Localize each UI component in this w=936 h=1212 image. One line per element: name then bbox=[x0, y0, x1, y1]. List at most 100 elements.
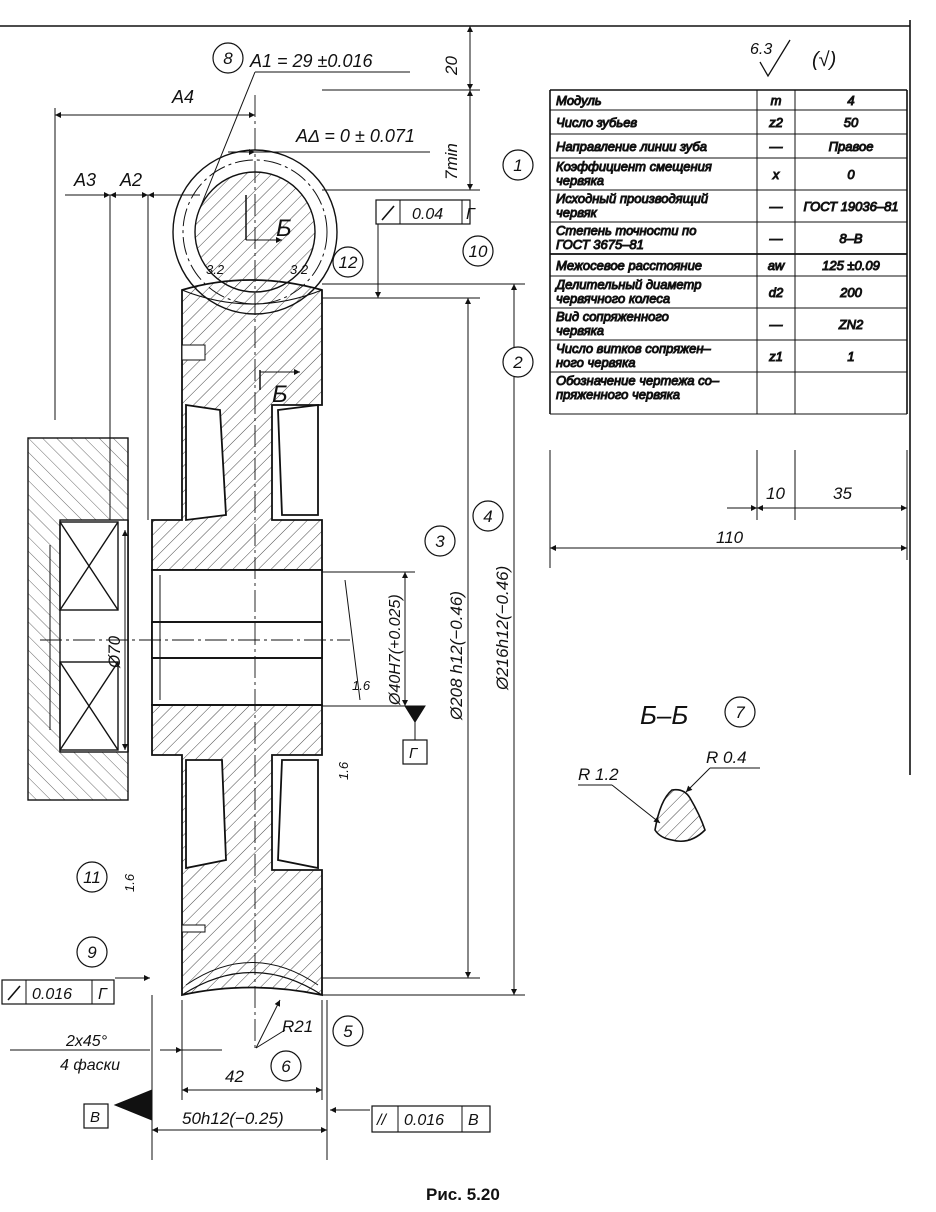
callout-circle-7 bbox=[724, 696, 756, 728]
dim-42: 42 bbox=[225, 1067, 244, 1086]
callout-circle-5 bbox=[332, 1015, 364, 1047]
table-label: Направление линии зуба bbox=[556, 139, 707, 154]
callout-number-12: 12 bbox=[339, 253, 358, 272]
dim-chamfer-2: 4 фаски bbox=[60, 1057, 120, 1074]
table-symbol: — bbox=[769, 317, 784, 332]
callout-number-4: 4 bbox=[483, 507, 492, 526]
table-label: червячного колеса bbox=[556, 291, 670, 306]
table-value: 200 bbox=[839, 285, 862, 300]
dim-r12: R 1.2 bbox=[578, 765, 619, 784]
callout-number-2: 2 bbox=[512, 353, 523, 372]
runout-arrow-icon bbox=[381, 205, 395, 221]
callout-circle-3 bbox=[424, 525, 456, 557]
dim-a2: A2 bbox=[119, 170, 142, 190]
table-label: червяка bbox=[556, 323, 604, 338]
table-value: 8–В bbox=[839, 231, 862, 246]
table-label: Модуль bbox=[556, 93, 602, 108]
table-label: пряженного червяка bbox=[556, 387, 680, 402]
roughness-other: (√) bbox=[812, 49, 836, 71]
callout-number-6: 6 bbox=[281, 1057, 291, 1076]
wheel-section bbox=[151, 279, 323, 997]
callout-circle-6 bbox=[270, 1050, 302, 1082]
datum-v-box: В bbox=[83, 1103, 109, 1129]
datum-v-label: В bbox=[90, 1109, 100, 1126]
table-label: ГОСТ 3675–81 bbox=[556, 237, 644, 252]
table-dim-total: 110 bbox=[716, 528, 744, 547]
dim-r21: R21 bbox=[282, 1017, 313, 1036]
callout-circle-2 bbox=[502, 346, 534, 378]
dim-d208: Ø208 h12(−0.46) bbox=[447, 591, 466, 721]
parallel-value: 0.016 bbox=[404, 1112, 444, 1129]
runout-left-frame: 0.016 Г bbox=[1, 979, 115, 1005]
callout-circle-1 bbox=[502, 149, 534, 181]
runout-top-datum: Г bbox=[466, 206, 476, 223]
dim-20: 20 bbox=[442, 56, 461, 76]
table-label: Коэффициент смещения bbox=[556, 159, 712, 174]
dim-a4: A4 bbox=[171, 87, 194, 107]
table-value: 1 bbox=[847, 349, 854, 364]
table-value: 4 bbox=[847, 93, 854, 108]
section-detail bbox=[578, 767, 760, 843]
runout-left-value: 0.016 bbox=[32, 986, 72, 1003]
table-symbol: x bbox=[772, 167, 780, 182]
dim-7min: 7min bbox=[442, 143, 461, 180]
roughness-general: 6.3 (√) bbox=[750, 39, 836, 78]
rough-16b: 1.6 bbox=[336, 761, 351, 780]
table-dimensions bbox=[549, 450, 908, 560]
table-symbol: — bbox=[769, 231, 784, 246]
runout-top-value: 0.04 bbox=[412, 206, 443, 223]
section-marker-top: Б bbox=[276, 215, 292, 242]
dim-a1: A1 = 29 ±0.016 bbox=[249, 51, 373, 71]
callout-circle-4 bbox=[472, 500, 504, 532]
table-label: Степень точности по bbox=[556, 223, 696, 238]
dim-d40: Ø40H7(+0.025) bbox=[387, 594, 404, 706]
roughness-check-icon bbox=[759, 39, 791, 78]
dim-a3: A3 bbox=[73, 170, 96, 190]
table-dim-col-symbol: 10 bbox=[766, 484, 785, 503]
callout-number-11: 11 bbox=[83, 868, 101, 887]
callout-number-10: 10 bbox=[469, 242, 488, 261]
table-symbol: d2 bbox=[769, 285, 784, 300]
dim-50: 50h12(−0.25) bbox=[182, 1109, 284, 1128]
table-label: червяк bbox=[556, 205, 598, 220]
table-symbol: — bbox=[769, 199, 784, 214]
parallel-datum: В bbox=[468, 1112, 479, 1129]
table-label: Обозначение чертежа со– bbox=[556, 373, 720, 388]
table-value: ГОСТ 19036–81 bbox=[803, 199, 898, 214]
callout-number-7: 7 bbox=[735, 703, 745, 722]
table-label: Вид сопряженного bbox=[556, 309, 669, 324]
callout-circle-12 bbox=[332, 246, 364, 278]
callout-number-1: 1 bbox=[513, 156, 522, 175]
callout-number-5: 5 bbox=[343, 1022, 353, 1041]
dim-chamfer-1: 2x45° bbox=[65, 1033, 108, 1050]
table-label: червяка bbox=[556, 173, 604, 188]
callout-number-3: 3 bbox=[435, 532, 445, 551]
table-symbol: m bbox=[771, 93, 782, 108]
callout-number-9: 9 bbox=[87, 943, 97, 962]
callout-circle-8 bbox=[212, 42, 244, 74]
callout-circle-9 bbox=[76, 936, 108, 968]
datum-g-label: Г bbox=[409, 745, 419, 762]
table-value: ZN2 bbox=[838, 317, 864, 332]
table-label: Межосевое расстояние bbox=[556, 258, 702, 273]
table-label: Исходный производящий bbox=[556, 191, 708, 206]
section-marker-mid: Б bbox=[272, 381, 288, 408]
callout-number-8: 8 bbox=[223, 49, 233, 68]
parallel-symbol: // bbox=[376, 1112, 387, 1129]
worm-profile bbox=[172, 149, 338, 315]
dim-d70: Ø70 bbox=[105, 635, 124, 669]
table-label: ного червяка bbox=[556, 355, 636, 370]
dim-a-delta: AΔ = 0 ± 0.071 bbox=[295, 126, 415, 146]
table-value: 50 bbox=[844, 115, 859, 130]
table-dim-col-value: 35 bbox=[833, 484, 852, 503]
figure-caption: Рис. 5.20 bbox=[426, 1185, 500, 1204]
rough-32b: 3.2 bbox=[290, 262, 309, 277]
table-value: Правое bbox=[829, 139, 874, 154]
table-symbol: z1 bbox=[768, 349, 783, 364]
table-value: 125 ±0.09 bbox=[822, 258, 880, 273]
runout-left-datum: Г bbox=[98, 986, 108, 1003]
table-symbol: aw bbox=[768, 258, 786, 273]
dimension-lines bbox=[10, 25, 525, 1160]
